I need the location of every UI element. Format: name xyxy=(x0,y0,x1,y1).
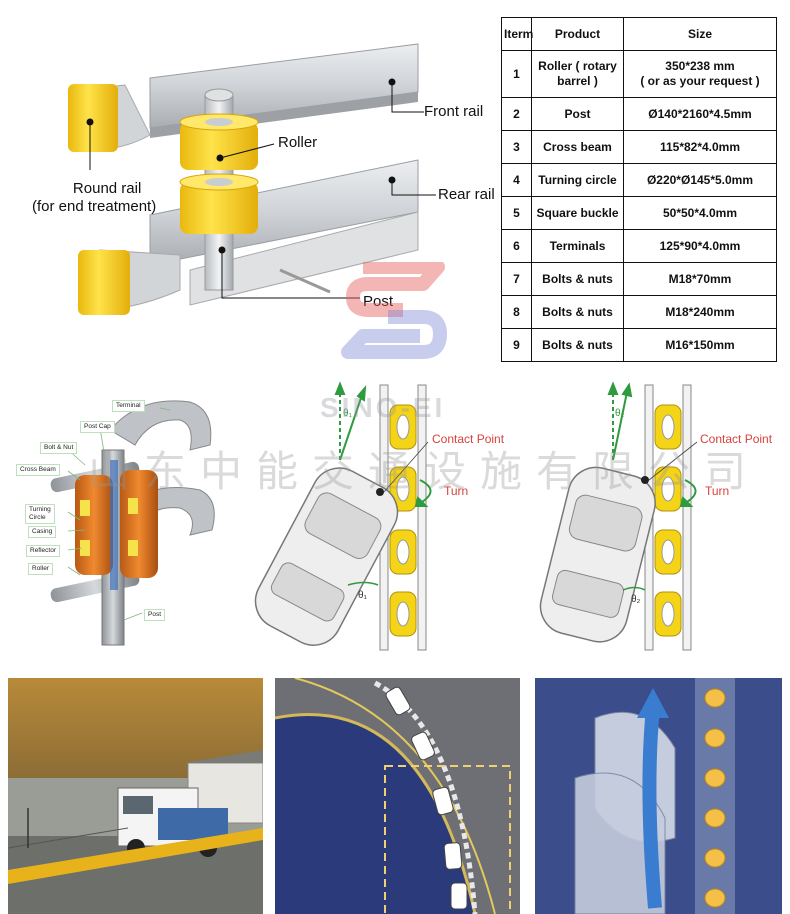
row-number: 8 xyxy=(501,295,532,329)
contact-point-label-1: Contact Point xyxy=(432,432,505,446)
row-product: Bolts & nuts xyxy=(531,262,624,296)
header-size: Size xyxy=(623,17,777,51)
row-product: Square buckle xyxy=(531,196,624,230)
tag-turning-line1: Turning xyxy=(29,506,51,513)
theta-label-bottom: θ₁ xyxy=(358,590,368,601)
tag-post: Post xyxy=(144,609,166,621)
row-number: 2 xyxy=(501,97,532,131)
size-line2: ( or as your request ) xyxy=(640,74,760,88)
watermark-company-name: 山东中能交通设施有限公司 xyxy=(88,448,761,495)
tag-post-cap: Post Cap xyxy=(80,421,115,433)
label-rear-rail: Rear rail xyxy=(438,186,495,203)
row-size: M16*150mm xyxy=(623,328,777,362)
label-post: Post xyxy=(363,293,394,310)
label-round-rail-line2: (for end treatment) xyxy=(32,198,157,215)
row-number: 4 xyxy=(501,163,532,197)
header-item: Iterm xyxy=(501,17,533,51)
row-size: 125*90*4.0mm xyxy=(623,229,777,263)
row-size: M18*240mm xyxy=(623,295,777,329)
row-size: 50*50*4.0mm xyxy=(623,196,777,230)
tag-turning-circle: Turning Circle xyxy=(25,504,55,524)
row-size: 350*238 mm( or as your request ) xyxy=(623,50,777,98)
label-roller: Roller xyxy=(278,134,318,151)
product-line2: barrel ) xyxy=(557,74,598,88)
turn-label-1: Turn xyxy=(444,484,469,498)
photo-car-motion xyxy=(535,678,782,914)
row-product: Terminals xyxy=(531,229,624,263)
theta2-label-top: θ₂ xyxy=(615,408,625,419)
round-rail-top xyxy=(68,84,118,152)
label-front-rail: Front rail xyxy=(424,103,484,120)
table-header-row: Iterm Product Size xyxy=(501,17,777,51)
round-rail-bottom xyxy=(78,250,130,315)
impact-diagram-1: θ₁ θ₁ xyxy=(254,381,432,651)
label-round-rail: Round rail (for end treatment) xyxy=(32,180,156,216)
car-outline xyxy=(254,467,399,646)
tag-bolt-nut: Bolt & Nut xyxy=(40,442,78,454)
row-number: 1 xyxy=(501,50,532,98)
row-size: Ø140*2160*4.5mm xyxy=(623,97,777,131)
roller-barrier-diagram xyxy=(68,43,436,315)
theta2-label-bottom: θ₂ xyxy=(631,594,641,605)
row-product: Turning circle xyxy=(531,163,624,197)
row-number: 5 xyxy=(501,196,532,230)
row-number: 9 xyxy=(501,328,532,362)
theta-label-top: θ₁ xyxy=(343,408,353,419)
impact-diagram-2: θ₂ θ₂ xyxy=(539,381,698,651)
tag-reflector: Reflector xyxy=(26,545,61,557)
photo-curve-aerial xyxy=(275,678,520,914)
tag-cross-beam: Cross Beam xyxy=(16,464,60,476)
roller-top xyxy=(179,113,259,170)
tag-roller: Roller xyxy=(28,563,53,575)
product-line1: Roller ( rotary xyxy=(538,59,617,73)
row-product: Bolts & nuts xyxy=(531,328,624,362)
row-product: Bolts & nuts xyxy=(531,295,624,329)
tag-turning-line2: Circle xyxy=(29,514,46,521)
watermark-logo xyxy=(341,262,447,359)
row-size: 115*82*4.0mm xyxy=(623,130,777,164)
contact-point-label-2: Contact Point xyxy=(700,432,773,446)
row-number: 3 xyxy=(501,130,532,164)
row-number: 7 xyxy=(501,262,532,296)
size-line1: 350*238 mm xyxy=(665,59,735,73)
roller-bottom xyxy=(179,173,259,234)
row-number: 6 xyxy=(501,229,532,263)
watermark-logo-text: SINO-EI xyxy=(320,392,446,423)
row-size: Ø220*Ø145*5.0mm xyxy=(623,163,777,197)
header-product: Product xyxy=(531,17,624,51)
turn-label-2: Turn xyxy=(705,484,730,498)
row-product: Post xyxy=(531,97,624,131)
row-product: Cross beam xyxy=(531,130,624,164)
parts-exploded-diagram xyxy=(50,400,215,646)
tag-terminal: Terminal xyxy=(112,400,145,412)
label-round-rail-line1: Round rail xyxy=(72,180,142,197)
photo-crash-test xyxy=(8,678,263,914)
car-outline xyxy=(539,466,656,643)
row-size: M18*70mm xyxy=(623,262,777,296)
tag-casing: Casing xyxy=(28,526,57,538)
